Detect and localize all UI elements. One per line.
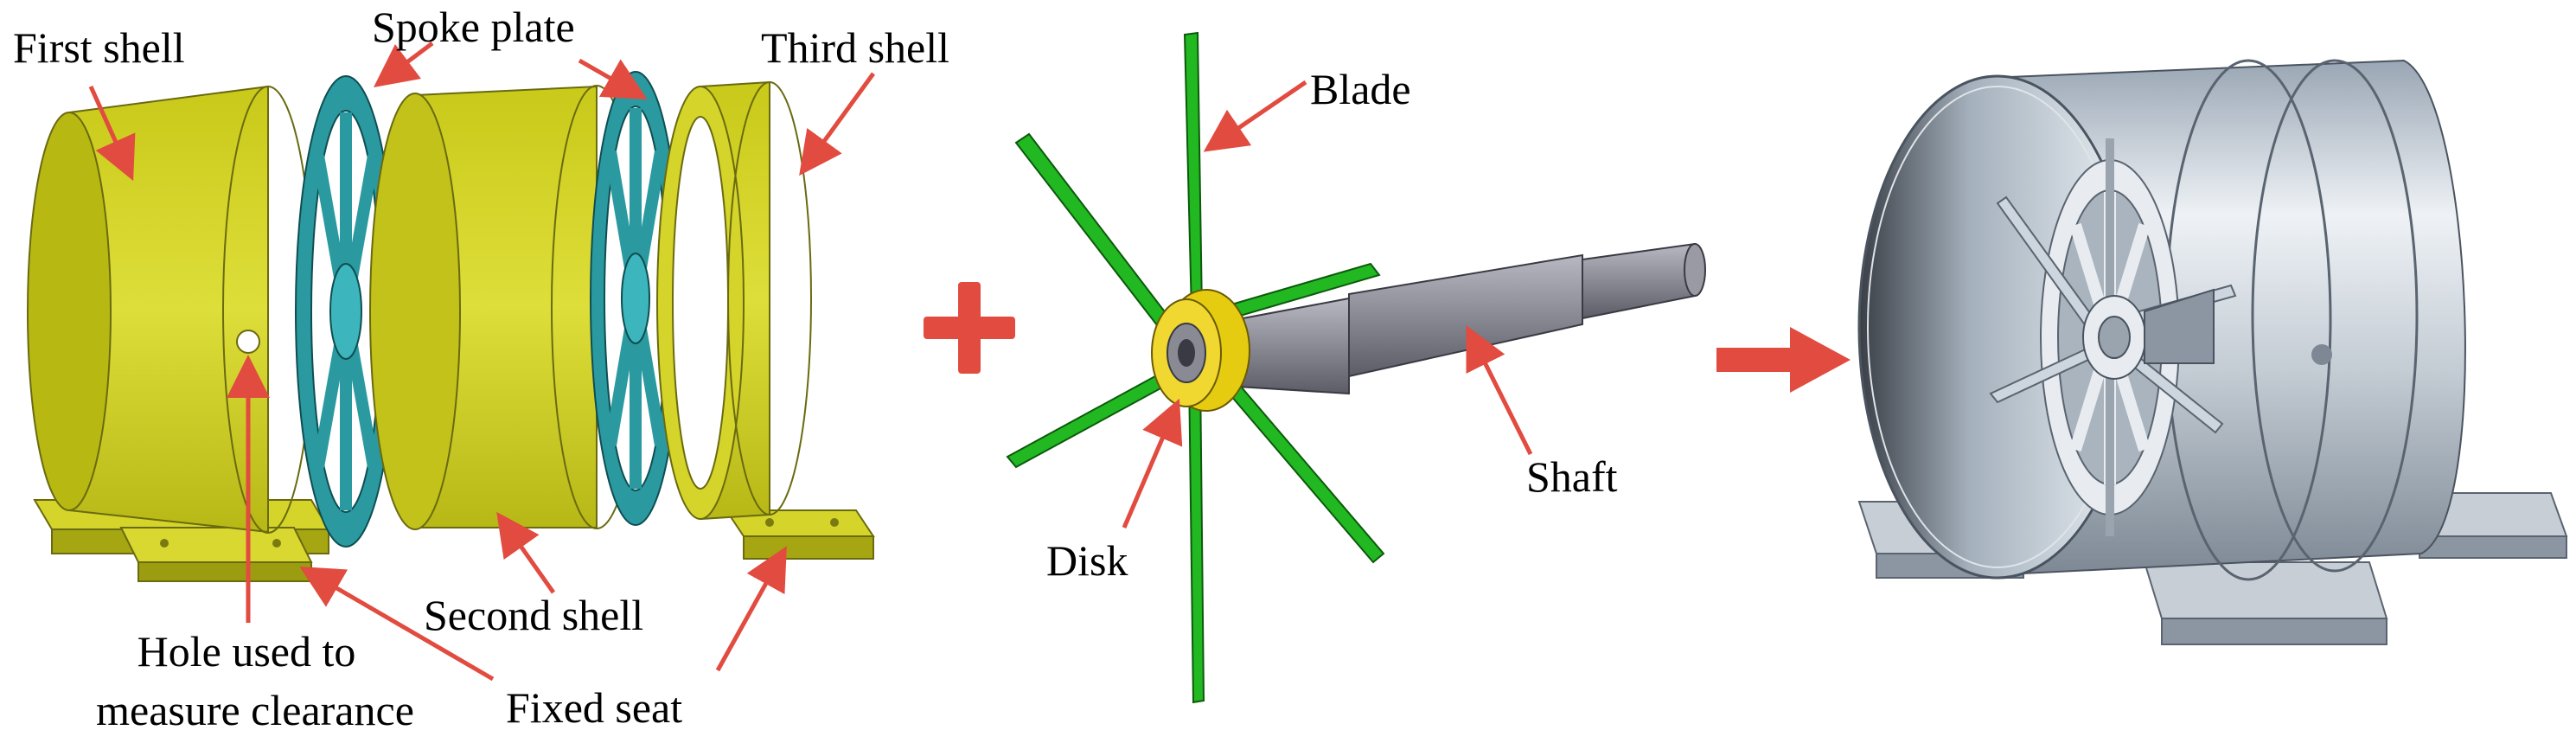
label-shaft: Shaft bbox=[1526, 452, 1618, 501]
blade-bottom bbox=[1187, 368, 1205, 704]
housing-exploded-view: First shell Spoke plate Third shell Seco… bbox=[13, 3, 949, 734]
disk bbox=[1151, 289, 1250, 412]
leader-arrows-panel2 bbox=[1122, 80, 1533, 528]
third-shell bbox=[656, 80, 812, 521]
assembled-model bbox=[1857, 59, 2568, 645]
label-disk: Disk bbox=[1046, 536, 1128, 585]
label-hole-line1: Hole used to bbox=[137, 627, 356, 676]
plus-icon bbox=[924, 282, 1015, 374]
first-shell bbox=[27, 85, 314, 534]
spoke-plate-first bbox=[295, 75, 397, 548]
fixed-seat-right bbox=[725, 509, 875, 560]
spoke-plate-second bbox=[590, 71, 681, 526]
label-spoke-plate: Spoke plate bbox=[372, 3, 575, 51]
label-fixed-seat: Fixed seat bbox=[506, 683, 682, 732]
second-shell bbox=[369, 85, 642, 530]
blades bbox=[1006, 31, 1385, 704]
blade-upper-left bbox=[1014, 132, 1176, 335]
shaft bbox=[1210, 242, 1706, 395]
clearance-hole bbox=[236, 330, 260, 354]
label-hole-line2: measure clearance bbox=[96, 686, 414, 734]
label-first-shell: First shell bbox=[13, 23, 185, 72]
label-second-shell: Second shell bbox=[424, 591, 643, 639]
label-blade: Blade bbox=[1310, 65, 1411, 113]
blade-lower-left bbox=[1006, 370, 1173, 469]
label-third-shell: Third shell bbox=[761, 23, 949, 72]
blade-top bbox=[1183, 31, 1204, 315]
leader-arrows-panel1 bbox=[88, 42, 876, 682]
rotor-assembly: Blade Shaft Disk bbox=[1006, 31, 1706, 704]
right-arrow-icon bbox=[1716, 327, 1851, 393]
